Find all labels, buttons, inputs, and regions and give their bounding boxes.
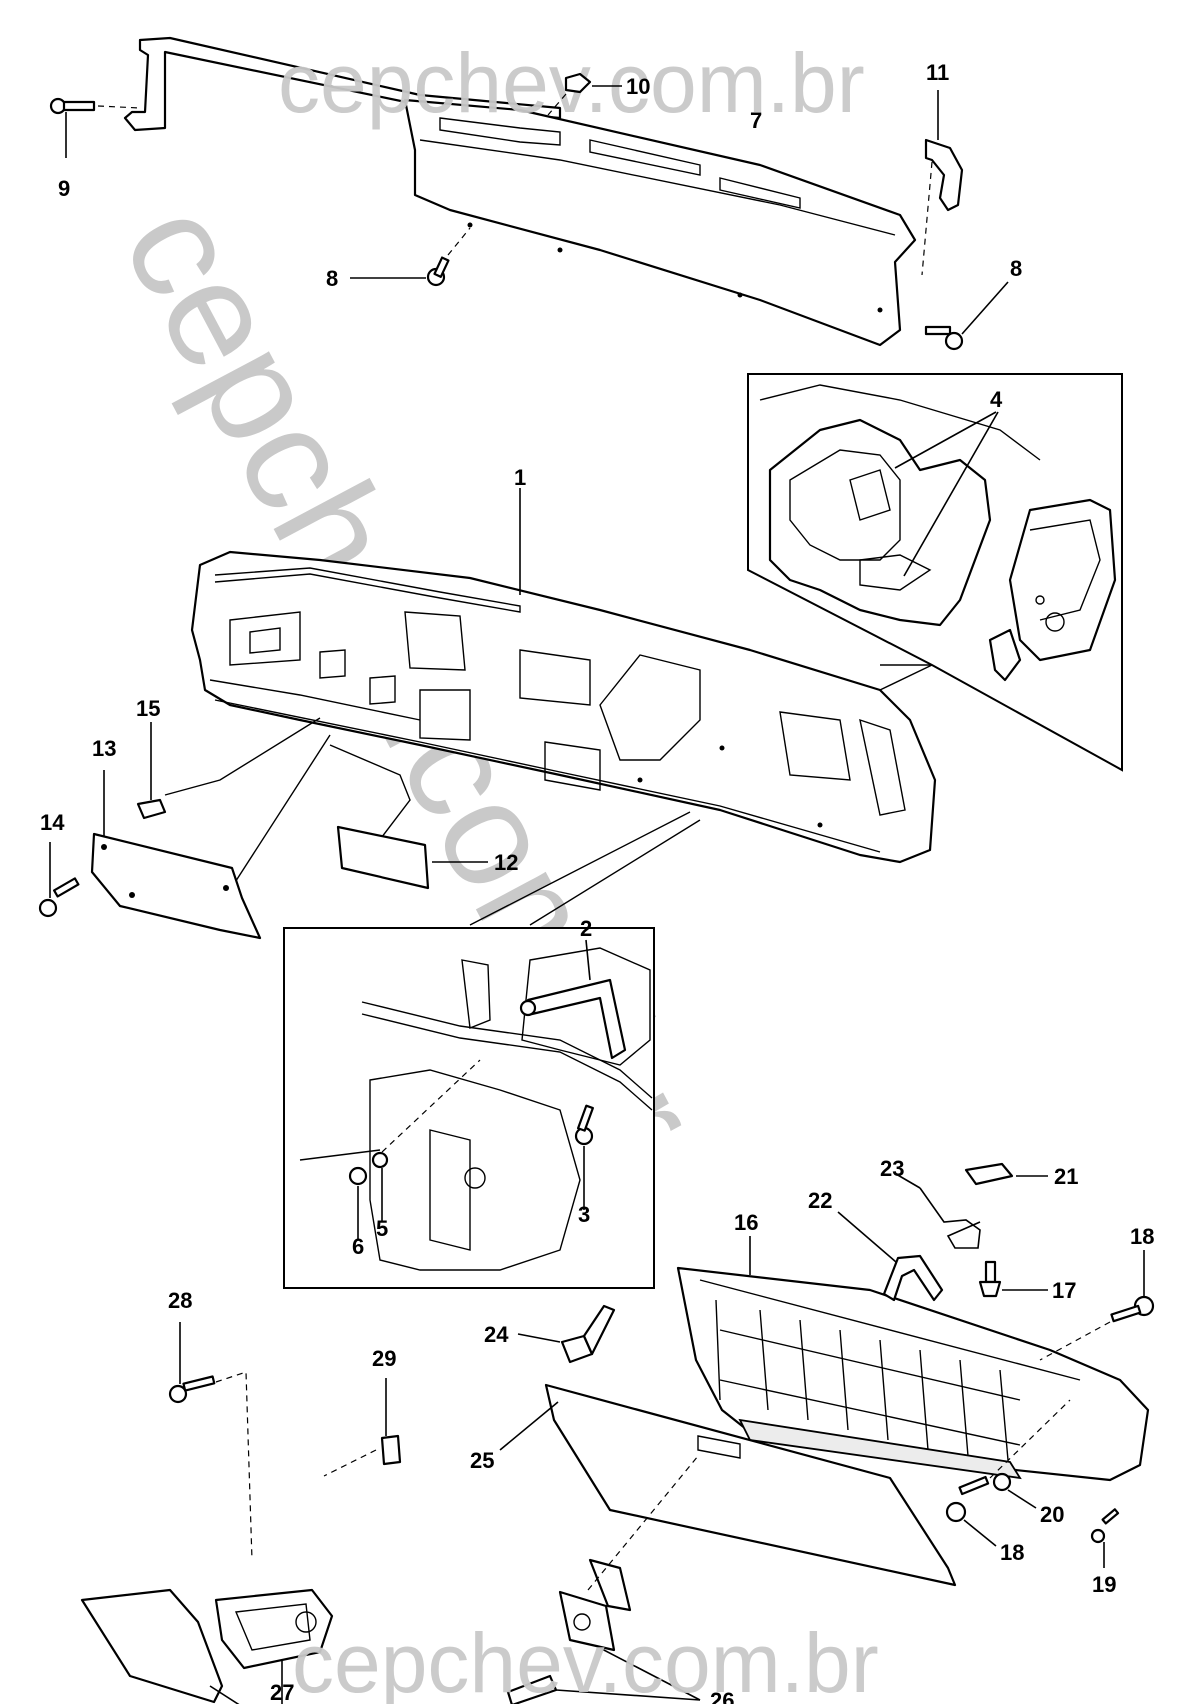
clip-part-15 (136, 722, 167, 820)
pad-part-12 (336, 825, 488, 890)
callout-15: 15 (136, 696, 160, 721)
screw-part-8-right (924, 281, 1009, 351)
leader-pad-12 (329, 744, 411, 851)
striker-part-22 (837, 1211, 944, 1302)
dash-pad-part-7 (123, 36, 917, 347)
screw-part-19 (1090, 1508, 1120, 1568)
callout-labels: 1 2 3 4 5 6 7 8 8 9 10 11 12 13 14 15 16… (40, 60, 1154, 1704)
leader-clip-15 (164, 717, 321, 796)
callout-28: 28 (168, 1288, 192, 1313)
washer-part-20 (992, 1472, 1037, 1509)
callout-26: 26 (710, 1688, 734, 1704)
callout-19: 19 (1092, 1572, 1116, 1597)
callout-3: 3 (578, 1202, 590, 1227)
latch-clip-part-21 (964, 1162, 1048, 1186)
leader-frame-to-lower-inset (469, 811, 701, 926)
callout-25: 25 (470, 1448, 494, 1473)
callout-13: 13 (92, 736, 116, 761)
callout-18-upper: 18 (1130, 1224, 1154, 1249)
door-part-25 (499, 1383, 957, 1587)
bumper-part-24 (517, 1304, 616, 1364)
glovebox-liner-part-16 (676, 1236, 1150, 1482)
screw-part-17 (978, 1260, 1048, 1298)
leader-frame-to-inset (879, 664, 933, 691)
instrument-panel-part-1 (190, 488, 937, 864)
watermark-bottom: cepchev.com.br (292, 1616, 879, 1704)
screw-part-9 (49, 97, 141, 158)
screw-part-18-upper (1039, 1250, 1155, 1361)
ashtray-part-27 (80, 1588, 334, 1704)
callout-10: 10 (626, 74, 650, 99)
lock-part-26 (506, 1455, 701, 1704)
callout-29: 29 (372, 1346, 396, 1371)
callout-4: 4 (990, 387, 1003, 412)
callout-8-right: 8 (1010, 256, 1022, 281)
callout-9: 9 (58, 176, 70, 201)
callout-18-lower: 18 (1000, 1540, 1024, 1565)
callout-1: 1 (514, 465, 526, 490)
callout-5: 5 (376, 1216, 388, 1241)
callout-2: 2 (580, 916, 592, 941)
screw-part-18-lower (945, 1399, 1071, 1547)
callout-6: 6 (352, 1234, 364, 1259)
callout-17: 17 (1052, 1278, 1076, 1303)
screw-part-28 (168, 1322, 253, 1561)
bracket-part-11 (921, 90, 964, 276)
callout-12: 12 (494, 850, 518, 875)
callout-16: 16 (734, 1210, 758, 1235)
clip-part-29 (323, 1378, 402, 1477)
screw-part-8-left (350, 227, 471, 287)
clip-nut-part-10 (547, 72, 622, 116)
callout-23: 23 (880, 1156, 904, 1181)
cover-part-13 (90, 770, 262, 940)
callout-7: 7 (750, 108, 762, 133)
callout-27: 27 (270, 1680, 294, 1704)
callout-14: 14 (40, 810, 65, 835)
callout-22: 22 (808, 1188, 832, 1213)
detail-inset-part-4 (747, 373, 1123, 772)
spring-part-23 (895, 1173, 981, 1249)
callout-8-left: 8 (326, 266, 338, 291)
screw-part-14 (38, 842, 80, 918)
callout-24: 24 (484, 1322, 509, 1347)
detail-inset-parts-2-3-5-6 (283, 927, 655, 1289)
callout-21: 21 (1054, 1164, 1078, 1189)
callout-11: 11 (926, 60, 949, 85)
callout-20: 20 (1040, 1502, 1064, 1527)
